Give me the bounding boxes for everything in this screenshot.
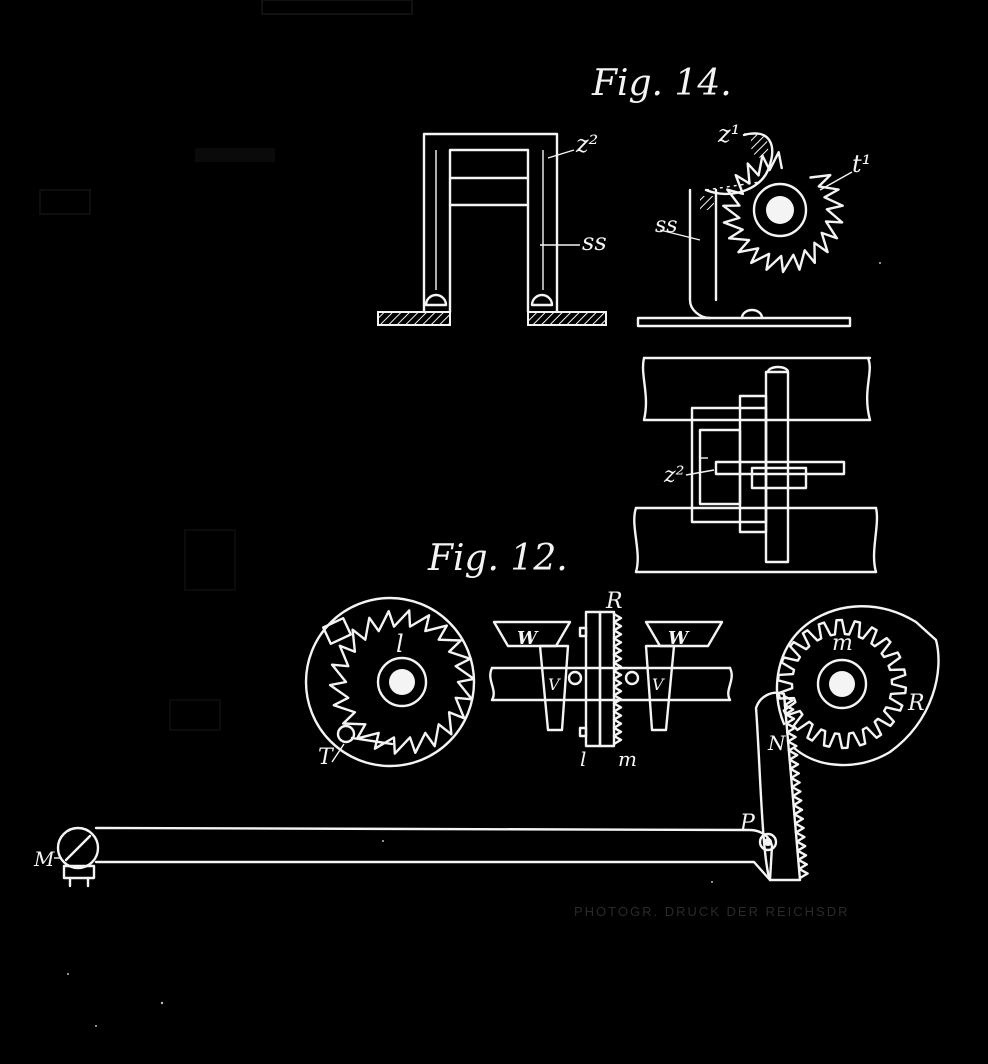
label-W-left: W: [517, 628, 539, 649]
fig14-side-view: [636, 132, 853, 328]
fig12-title: Fig. 12.: [427, 538, 568, 579]
label-ss-side: ss: [655, 213, 678, 238]
label-V-left: V: [548, 675, 561, 694]
printer-imprint: PHOTOGR. DRUCK DER REICHSDR: [574, 904, 850, 919]
label-P: P: [739, 811, 756, 836]
label-z1: z¹: [717, 120, 740, 148]
label-R-top: R: [605, 589, 623, 614]
fig12-lever-arm: [54, 691, 809, 888]
label-t1: t¹: [852, 150, 871, 178]
fig12-right-gear: [775, 605, 940, 767]
label-ss-front: ss: [582, 228, 607, 256]
label-V-right: V: [652, 675, 665, 694]
fig14-plan-view: [633, 356, 879, 574]
fig12-center-assembly: [489, 610, 733, 748]
label-W-right: W: [668, 628, 690, 649]
fig12-left-ratchet: [304, 596, 476, 768]
faint-background-artifacts: [39, 0, 413, 731]
label-z2-plan: z²: [663, 463, 684, 488]
label-M: M: [33, 847, 55, 871]
label-l-bottom: l: [580, 747, 586, 771]
label-R-gear: R: [907, 691, 925, 716]
fig14-title: Fig. 14.: [591, 63, 732, 104]
label-N: N: [767, 731, 787, 755]
label-l-gear: l: [396, 630, 404, 658]
label-m-bottom: m: [618, 747, 637, 771]
fig14-front-view: [377, 132, 607, 326]
label-z2-front: z²: [575, 130, 598, 158]
scan-speckles: [67, 262, 881, 1027]
label-m-gear: m: [832, 631, 853, 656]
label-T: T: [318, 745, 335, 770]
